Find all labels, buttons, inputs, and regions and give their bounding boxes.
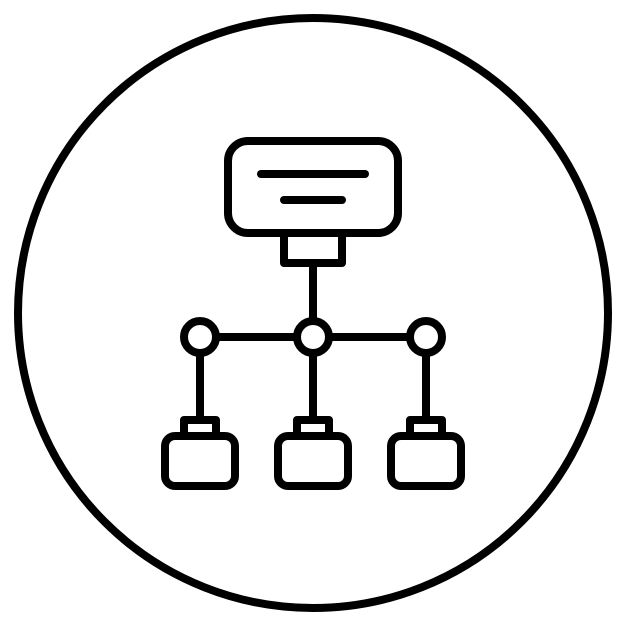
node-right <box>406 317 446 357</box>
server-connector <box>280 229 346 267</box>
child-center-box <box>274 432 352 490</box>
child-right-box <box>387 432 465 490</box>
outer-circle <box>14 14 612 612</box>
node-center <box>293 317 333 357</box>
top-server-box <box>224 137 402 237</box>
child-left-box <box>161 432 239 490</box>
node-left <box>180 317 220 357</box>
